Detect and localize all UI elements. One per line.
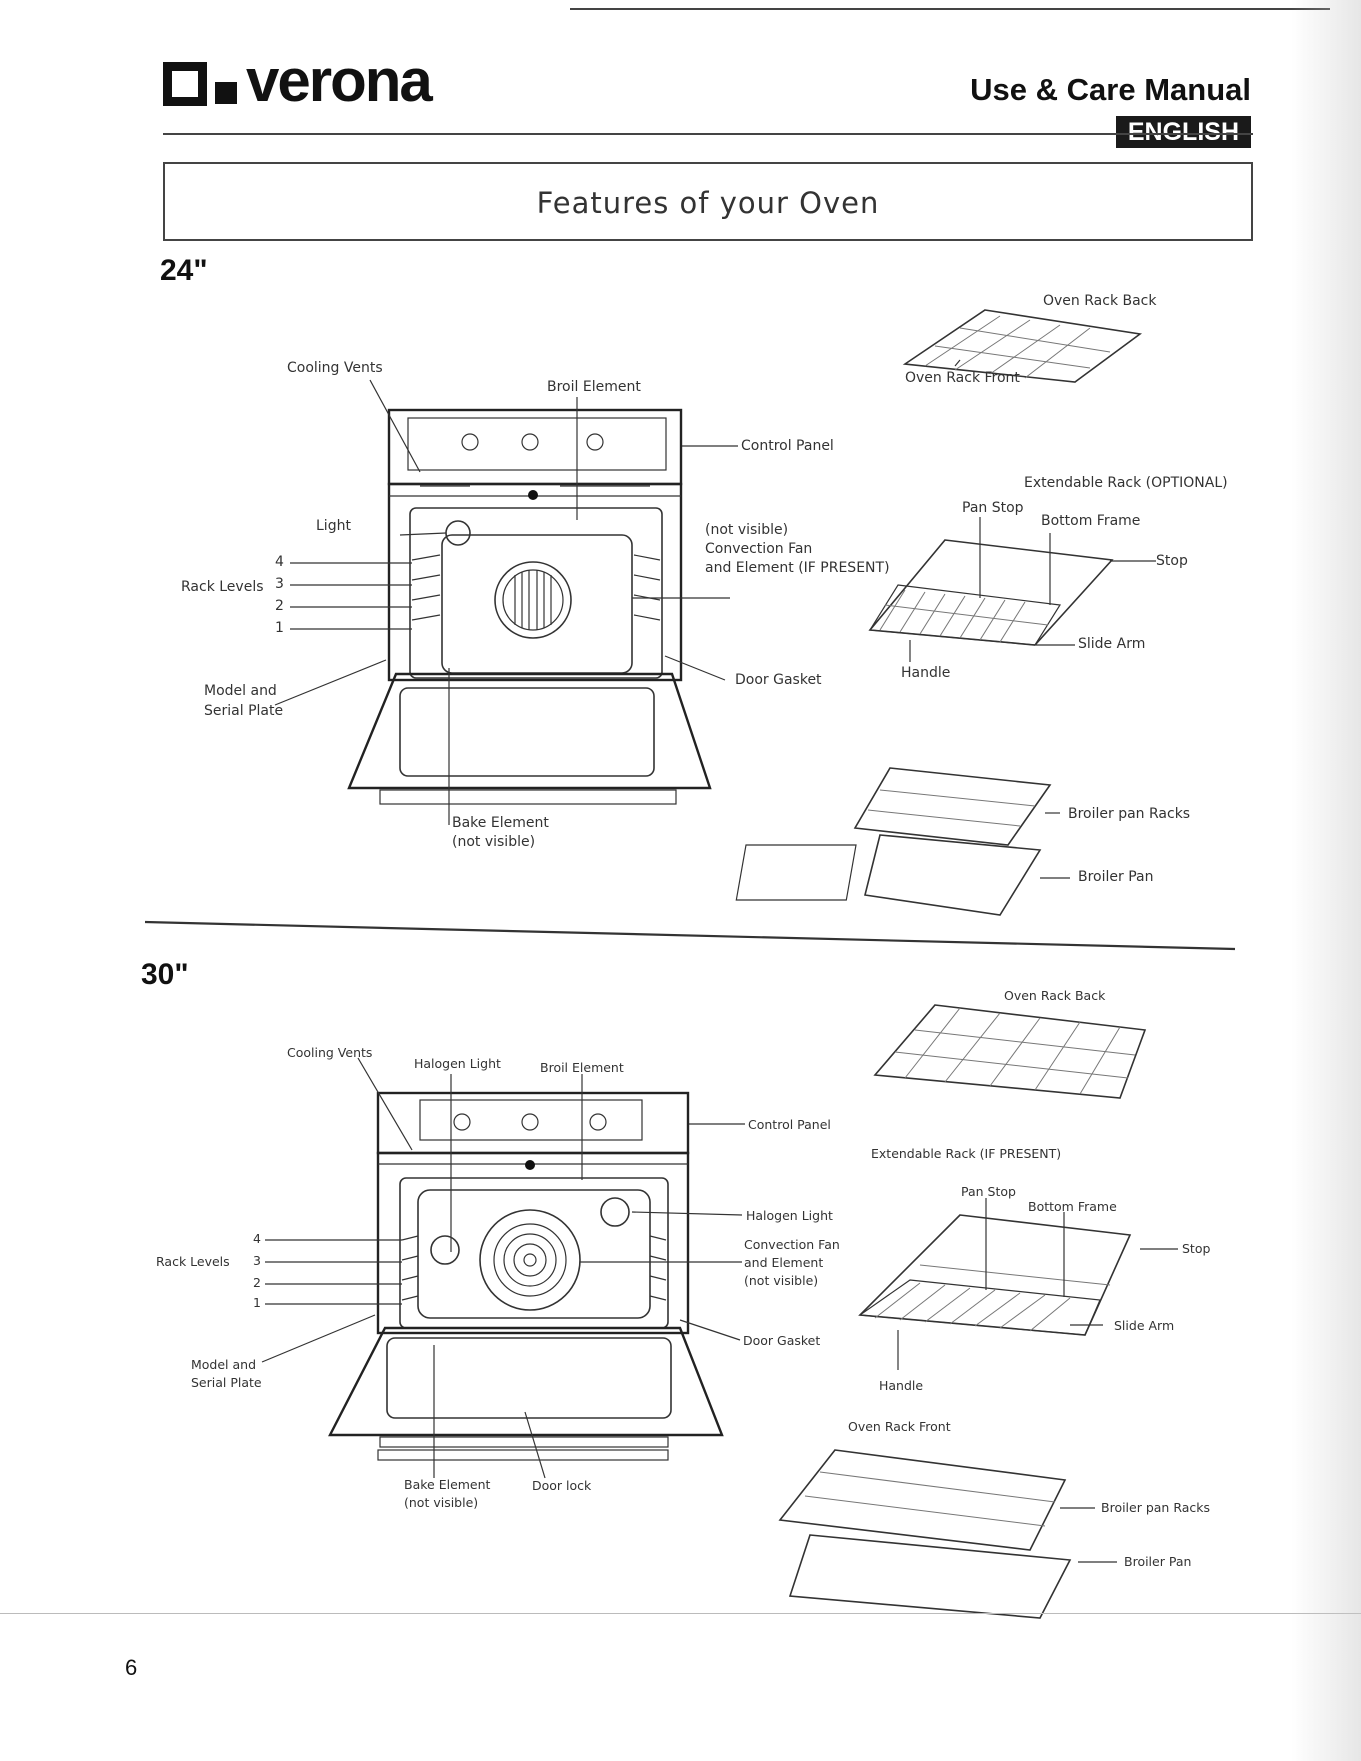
- label-30-door-lock: Door lock: [532, 1478, 592, 1493]
- label-30-control-panel: Control Panel: [748, 1117, 831, 1132]
- label-24-rack-levels: Rack Levels: [181, 579, 264, 595]
- label-30-halogen-light-side: Halogen Light: [746, 1208, 833, 1223]
- top-rule: [570, 8, 1330, 10]
- label-30-convection-line2: and Element: [744, 1255, 824, 1270]
- label-24-control-panel: Control Panel: [741, 438, 834, 454]
- label-30-rack-back: Oven Rack Back: [1004, 988, 1106, 1003]
- oven-24-leaders: [274, 379, 738, 825]
- label-30-broil-element: Broil Element: [540, 1060, 624, 1075]
- oven-24-drawing: [347, 408, 712, 805]
- oven-30-extendable-rack-drawing: [858, 1198, 1178, 1370]
- size-label-24: 24": [160, 254, 208, 287]
- label-24-model-line1: Model and: [204, 683, 277, 699]
- label-30-broiler-racks: Broiler pan Racks: [1101, 1500, 1211, 1515]
- oven-24-broiler-drawing: [735, 767, 1070, 916]
- label-24-bottom-frame: Bottom Frame: [1041, 513, 1141, 529]
- label-30-rack-4: 4: [253, 1231, 261, 1246]
- label-30-stop: Stop: [1182, 1241, 1211, 1256]
- label-24-convection-line1: (not visible): [705, 522, 789, 538]
- label-24-rack-front: Oven Rack Front: [905, 370, 1020, 386]
- oven-30-drawing: [328, 1091, 724, 1461]
- label-24-rack-3: 3: [275, 576, 284, 592]
- label-30-model-line1: Model and: [191, 1357, 257, 1372]
- section-title-box: Features of your Oven: [163, 162, 1253, 241]
- label-30-cooling-vents: Cooling Vents: [287, 1045, 373, 1060]
- oven-30-broiler-drawing: [778, 1449, 1117, 1619]
- label-30-slide-arm: Slide Arm: [1114, 1318, 1175, 1333]
- label-24-bake-line1: Bake Element: [452, 815, 549, 831]
- label-30-handle: Handle: [879, 1378, 924, 1393]
- label-24-door-gasket: Door Gasket: [735, 672, 822, 688]
- oven-30-leaders: [261, 1057, 745, 1479]
- footer-rule: [0, 1613, 1361, 1614]
- label-24-light: Light: [316, 518, 351, 534]
- label-30-bottom-frame: Bottom Frame: [1028, 1199, 1117, 1214]
- size-label-30: 30": [141, 958, 189, 991]
- label-24-extendable-rack: Extendable Rack (OPTIONAL): [1024, 475, 1228, 491]
- label-30-rack-1: 1: [253, 1295, 261, 1310]
- label-30-bake-line2: (not visible): [404, 1495, 479, 1510]
- label-24-broiler-pan: Broiler Pan: [1078, 869, 1154, 885]
- label-30-convection-line3: (not visible): [744, 1273, 819, 1288]
- label-24-handle: Handle: [901, 665, 951, 681]
- logo-square-mark: [163, 62, 207, 106]
- label-30-broiler-pan: Broiler Pan: [1124, 1554, 1192, 1569]
- label-24-pan-stop: Pan Stop: [962, 500, 1024, 516]
- label-24-rack-2: 2: [275, 598, 284, 614]
- label-24-broiler-racks: Broiler pan Racks: [1068, 806, 1191, 822]
- label-30-bake-line1: Bake Element: [404, 1477, 491, 1492]
- label-30-door-gasket: Door Gasket: [743, 1333, 821, 1348]
- label-24-convection-line3: and Element (IF PRESENT): [705, 560, 890, 576]
- label-24-model-line2: Serial Plate: [204, 703, 284, 719]
- label-24-bake-line2: (not visible): [452, 834, 536, 850]
- label-30-rack-2: 2: [253, 1275, 261, 1290]
- label-24-cooling-vents: Cooling Vents: [287, 360, 383, 376]
- oven-24-extendable-rack-drawing: [868, 517, 1156, 662]
- header-rule: [163, 133, 1253, 135]
- label-30-convection-line1: Convection Fan: [744, 1237, 840, 1252]
- label-30-rack-front: Oven Rack Front: [848, 1419, 951, 1434]
- logo-dot-mark: [215, 82, 237, 104]
- label-24-broil-element: Broil Element: [547, 379, 641, 395]
- language-badge: ENGLISH: [1115, 116, 1251, 148]
- label-30-rack-3: 3: [253, 1253, 261, 1268]
- oven-30-rack-drawing: [873, 1004, 1147, 1099]
- label-30-rack-levels: Rack Levels: [156, 1254, 230, 1269]
- label-24-slide-arm: Slide Arm: [1078, 636, 1146, 652]
- label-24-rack-1: 1: [275, 620, 284, 636]
- label-30-halogen-light-top: Halogen Light: [414, 1056, 501, 1071]
- oven-24-rack-drawing: [902, 309, 1143, 383]
- manual-title: Use & Care Manual: [970, 72, 1251, 107]
- label-30-model-line2: Serial Plate: [191, 1375, 262, 1390]
- brand-name: verona: [246, 47, 433, 114]
- label-24-rack-back: Oven Rack Back: [1043, 293, 1157, 309]
- label-30-extendable-rack: Extendable Rack (IF PRESENT): [871, 1146, 1062, 1161]
- label-24-rack-4: 4: [275, 554, 284, 570]
- label-24-stop: Stop: [1156, 553, 1188, 569]
- label-24-convection-line2: Convection Fan: [705, 541, 813, 557]
- page-number: 6: [125, 1655, 138, 1680]
- section-title: Features of your Oven: [536, 186, 880, 220]
- page-edge-shadow: [1291, 0, 1361, 1761]
- section-divider: [144, 920, 1236, 951]
- label-30-pan-stop: Pan Stop: [961, 1184, 1016, 1199]
